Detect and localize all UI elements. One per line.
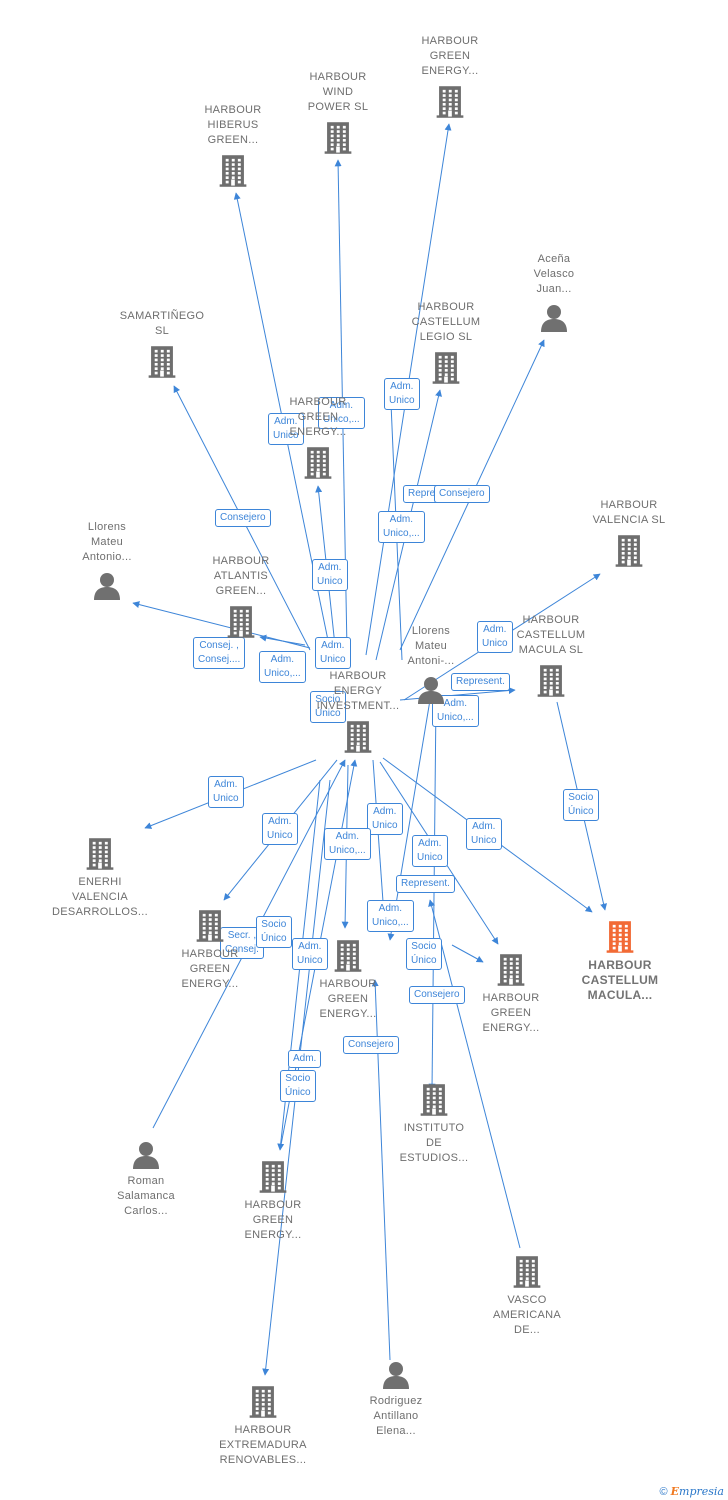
- relation-label[interactable]: Adm. Unico,...: [367, 900, 414, 932]
- node-label[interactable]: ENERHI VALENCIA DESARROLLOS...: [52, 876, 148, 918]
- person-icon[interactable]: [539, 303, 569, 338]
- relation-label[interactable]: Socio Único: [256, 916, 292, 948]
- relation-label[interactable]: Adm. Unico: [262, 813, 298, 845]
- relation-label[interactable]: Adm. Unico: [208, 776, 244, 808]
- node-label[interactable]: HARBOUR CASTELLUM MACULA...: [581, 958, 659, 1002]
- building-icon[interactable]: [147, 345, 177, 384]
- building-icon[interactable]: [419, 1083, 449, 1122]
- relation-label[interactable]: Adm. Unico: [384, 378, 420, 410]
- node-label[interactable]: HARBOUR GREEN ENERGY...: [482, 992, 540, 1034]
- relation-label[interactable]: Adm. Unico: [312, 559, 348, 591]
- relation-label[interactable]: Socio Único: [563, 789, 599, 821]
- relation-edge: [259, 634, 306, 646]
- person-icon[interactable]: [381, 1360, 411, 1395]
- node-label[interactable]: HARBOUR ATLANTIS GREEN...: [212, 555, 270, 597]
- relation-label[interactable]: Represent.: [451, 673, 510, 691]
- node-label[interactable]: HARBOUR HIBERUS GREEN...: [204, 104, 262, 146]
- node-label[interactable]: INSTITUTO DE ESTUDIOS...: [399, 1122, 469, 1164]
- relation-label[interactable]: Adm. Unico: [268, 413, 304, 445]
- relation-label[interactable]: Represent.: [396, 875, 455, 893]
- brand-logo: Empresia: [670, 1485, 724, 1498]
- building-icon[interactable]: [248, 1385, 278, 1424]
- relation-label[interactable]: Adm. Unico: [292, 938, 328, 970]
- building-icon[interactable]: [258, 1160, 288, 1199]
- building-icon[interactable]: [343, 720, 373, 759]
- node-label[interactable]: SAMARTIÑEGO SL: [119, 310, 205, 337]
- node-label[interactable]: HARBOUR CASTELLUM MACULA SL: [516, 614, 586, 656]
- person-icon[interactable]: [92, 571, 122, 606]
- person-icon[interactable]: [131, 1140, 161, 1175]
- building-icon[interactable]: [605, 920, 635, 959]
- node-label[interactable]: Rodriguez Antillano Elena...: [369, 1395, 423, 1437]
- relation-label[interactable]: Adm. Unico: [367, 803, 403, 835]
- relation-label[interactable]: Adm. Unico,...: [378, 511, 425, 543]
- relation-label[interactable]: Consejero: [343, 1036, 399, 1054]
- node-label[interactable]: Llorens Mateu Antonio...: [82, 521, 132, 563]
- node-label[interactable]: Aceña Velasco Juan...: [533, 253, 575, 295]
- building-icon[interactable]: [512, 1255, 542, 1294]
- relation-edge: [451, 944, 484, 963]
- node-label[interactable]: HARBOUR VALENCIA SL: [592, 499, 666, 526]
- node-label[interactable]: HARBOUR EXTREMADURA RENOVABLES...: [219, 1424, 307, 1466]
- building-icon[interactable]: [226, 605, 256, 644]
- node-label[interactable]: HARBOUR ENERGY INVESTMENT...: [316, 670, 400, 712]
- node-label[interactable]: Llorens Mateu Antoni-...: [407, 625, 455, 667]
- relation-edge: [428, 899, 521, 1249]
- node-label[interactable]: VASCO AMERICANA DE...: [492, 1294, 562, 1336]
- relation-label[interactable]: Adm. Unico: [412, 835, 448, 867]
- node-label[interactable]: HARBOUR GREEN ENERGY...: [244, 1199, 302, 1241]
- building-icon[interactable]: [536, 664, 566, 703]
- relation-label[interactable]: Socio Único: [406, 938, 442, 970]
- building-icon[interactable]: [431, 351, 461, 390]
- footer-credit[interactable]: © Empresia: [659, 1485, 724, 1498]
- node-label[interactable]: HARBOUR WIND POWER SL: [307, 71, 369, 113]
- building-icon[interactable]: [435, 85, 465, 124]
- relation-edge: [428, 699, 437, 1091]
- building-icon[interactable]: [333, 939, 363, 978]
- relation-label[interactable]: Adm. Unico: [477, 621, 513, 653]
- node-label[interactable]: HARBOUR GREEN ENERGY...: [421, 35, 479, 77]
- relation-label[interactable]: Consejero: [409, 986, 465, 1004]
- person-icon[interactable]: [416, 675, 446, 710]
- relation-label[interactable]: Adm. Unico,...: [318, 397, 365, 429]
- relation-label[interactable]: Socio Único: [280, 1070, 316, 1102]
- relation-label[interactable]: Adm. Unico: [466, 818, 502, 850]
- building-icon[interactable]: [218, 154, 248, 193]
- relation-label[interactable]: Adm.: [288, 1050, 322, 1068]
- building-icon[interactable]: [323, 121, 353, 160]
- building-icon[interactable]: [85, 837, 115, 876]
- node-label[interactable]: Roman Salamanca Carlos...: [117, 1175, 175, 1217]
- relation-label[interactable]: Consej. , Consej....: [193, 637, 246, 669]
- building-icon[interactable]: [303, 446, 333, 485]
- building-icon[interactable]: [614, 534, 644, 573]
- building-icon[interactable]: [496, 953, 526, 992]
- node-label[interactable]: HARBOUR CASTELLUM LEGIO SL: [411, 301, 481, 343]
- copyright-symbol: ©: [659, 1486, 668, 1498]
- relation-label[interactable]: Socio Único: [310, 691, 346, 723]
- node-label[interactable]: HARBOUR GREEN ENERGY...: [289, 396, 347, 438]
- node-label[interactable]: HARBOUR GREEN ENERGY...: [181, 948, 239, 990]
- relation-label[interactable]: Adm. Unico,...: [324, 828, 371, 860]
- building-icon[interactable]: [195, 909, 225, 948]
- relation-label[interactable]: Adm. Unico: [315, 637, 351, 669]
- relation-label[interactable]: Consejero: [215, 509, 271, 527]
- relation-label[interactable]: Adm. Unico,...: [259, 651, 306, 683]
- node-label[interactable]: HARBOUR GREEN ENERGY...: [319, 978, 377, 1020]
- relation-label[interactable]: Consejero: [434, 485, 490, 503]
